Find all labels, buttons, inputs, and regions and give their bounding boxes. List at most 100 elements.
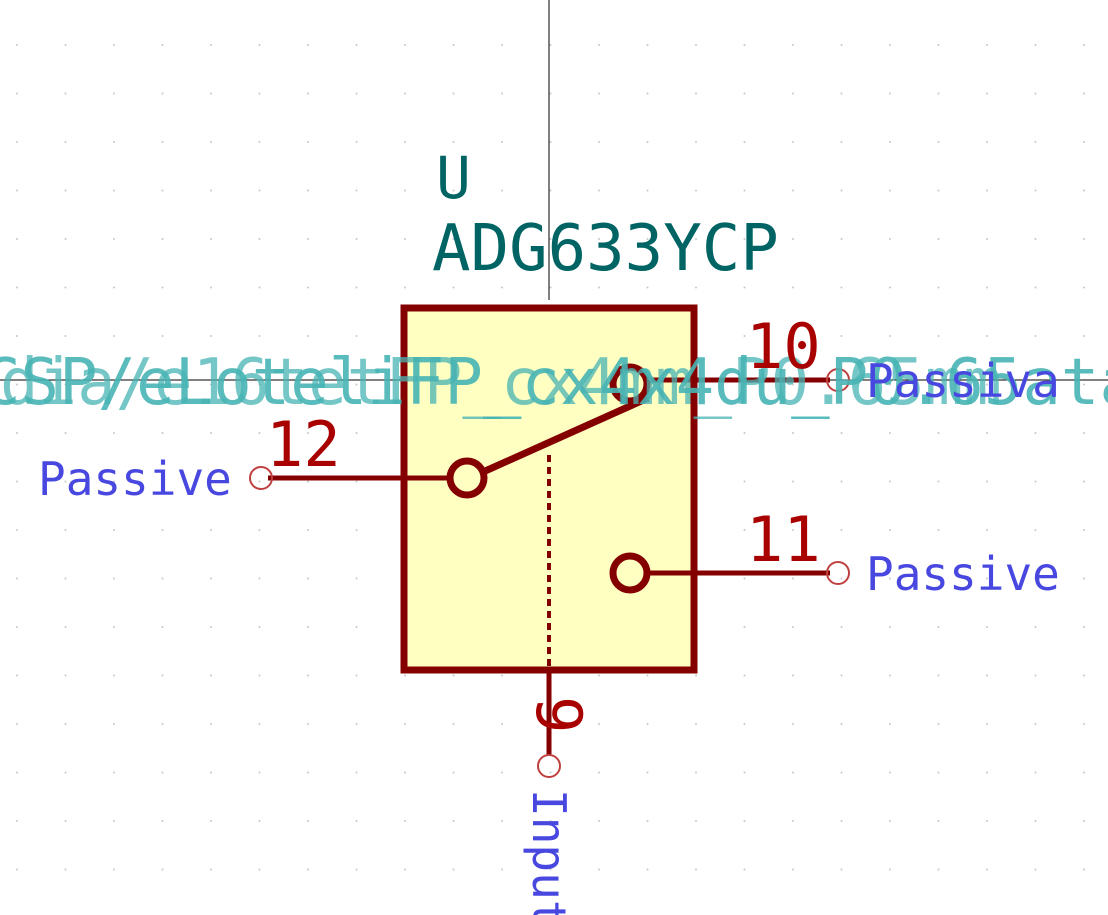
- grid-dot: [937, 189, 940, 192]
- grid-dot: [258, 529, 261, 531]
- grid-dot: [113, 480, 115, 483]
- grid-dot: [1034, 141, 1037, 143]
- grid-dot: [1083, 238, 1085, 240]
- grid-dot: [113, 383, 115, 386]
- grid-dot: [598, 820, 600, 822]
- grid-dot: [307, 626, 309, 628]
- grid-dot: [889, 868, 891, 871]
- grid-dot: [646, 141, 649, 143]
- grid-dot: [743, 480, 746, 483]
- pin-10[interactable]: [650, 368, 850, 392]
- grid-dot: [889, 189, 891, 192]
- grid-dot: [1083, 723, 1085, 725]
- grid-dot: [840, 723, 843, 725]
- grid-dot: [210, 141, 212, 143]
- grid-dot: [501, 189, 503, 192]
- pin-10-endpoint[interactable]: [826, 368, 850, 392]
- pin-11[interactable]: [650, 561, 850, 585]
- grid-dot: [986, 577, 988, 580]
- grid-dot: [549, 868, 552, 871]
- grid-dot: [258, 92, 261, 95]
- grid-dot: [64, 480, 67, 483]
- grid-dot: [1083, 674, 1085, 677]
- grid-dot: [355, 383, 358, 386]
- grid-dot: [355, 674, 358, 677]
- grid-dot: [113, 189, 115, 192]
- pin-9-type: Input: [522, 789, 576, 915]
- grid-dot: [452, 868, 455, 871]
- grid-dot: [501, 286, 503, 289]
- grid-dot: [889, 238, 891, 240]
- grid-dot: [840, 92, 843, 95]
- grid-dot: [646, 44, 649, 46]
- grid-dot: [695, 286, 697, 289]
- grid-dot: [501, 238, 503, 240]
- grid-dot: [258, 674, 261, 677]
- grid-dot: [695, 820, 697, 822]
- reference-designator[interactable]: U: [436, 144, 471, 212]
- grid-dot: [549, 92, 552, 95]
- grid-dot: [258, 820, 261, 822]
- grid-dot: [889, 771, 891, 774]
- grid-dot: [16, 674, 18, 677]
- grid-dot: [598, 674, 600, 677]
- grid-dot: [258, 335, 261, 337]
- grid-dot: [695, 771, 697, 774]
- grid-dot: [113, 723, 115, 725]
- grid-dot: [64, 383, 67, 386]
- grid-dot: [986, 92, 988, 95]
- grid-dot: [501, 771, 503, 774]
- grid-dot: [695, 44, 697, 46]
- grid-dot: [307, 868, 309, 871]
- pin-9-endpoint[interactable]: [537, 754, 561, 778]
- grid-dot: [258, 189, 261, 192]
- grid-dot: [743, 92, 746, 95]
- grid-dot: [258, 141, 261, 143]
- grid-dot: [404, 286, 406, 289]
- grid-dot: [307, 92, 309, 95]
- grid-dot: [549, 238, 552, 240]
- grid-dot: [16, 771, 18, 774]
- grid-dot: [210, 820, 212, 822]
- grid-dot: [258, 771, 261, 774]
- grid-dot: [695, 92, 697, 95]
- pin-11-endpoint[interactable]: [826, 561, 850, 585]
- grid-dot: [258, 383, 261, 386]
- grid-dot: [355, 432, 358, 434]
- grid-dot: [404, 92, 406, 95]
- grid-dot: [210, 92, 212, 95]
- grid-dot: [598, 771, 600, 774]
- grid-dot: [452, 771, 455, 774]
- grid-dot: [840, 383, 843, 386]
- grid-dot: [695, 868, 697, 871]
- pin-12-endpoint[interactable]: [249, 466, 273, 490]
- grid-dot: [210, 529, 212, 531]
- value-field[interactable]: ADG633YCP: [432, 212, 779, 286]
- grid-dot: [452, 286, 455, 289]
- grid-dot: [1083, 432, 1085, 434]
- grid-dot: [792, 238, 794, 240]
- grid-dot: [937, 44, 940, 46]
- grid-dot: [792, 577, 794, 580]
- grid-dot: [355, 626, 358, 628]
- grid-dot: [598, 868, 600, 871]
- grid-dot: [1034, 335, 1037, 337]
- grid-dot: [889, 44, 891, 46]
- grid-dot: [16, 286, 18, 289]
- grid-dot: [501, 868, 503, 871]
- grid-dot: [792, 820, 794, 822]
- grid-dot: [840, 432, 843, 434]
- grid-dot: [549, 286, 552, 289]
- grid-dot: [986, 286, 988, 289]
- pin-12[interactable]: [249, 466, 448, 490]
- pin-9[interactable]: [537, 670, 561, 778]
- grid-dot: [404, 674, 406, 677]
- grid-dot: [743, 529, 746, 531]
- grid-dot: [161, 189, 164, 192]
- grid-dot: [743, 577, 746, 580]
- grid-dot: [307, 238, 309, 240]
- grid-dot: [258, 44, 261, 46]
- grid-dot: [792, 44, 794, 46]
- grid-dot: [792, 771, 794, 774]
- grid-dot: [16, 480, 18, 483]
